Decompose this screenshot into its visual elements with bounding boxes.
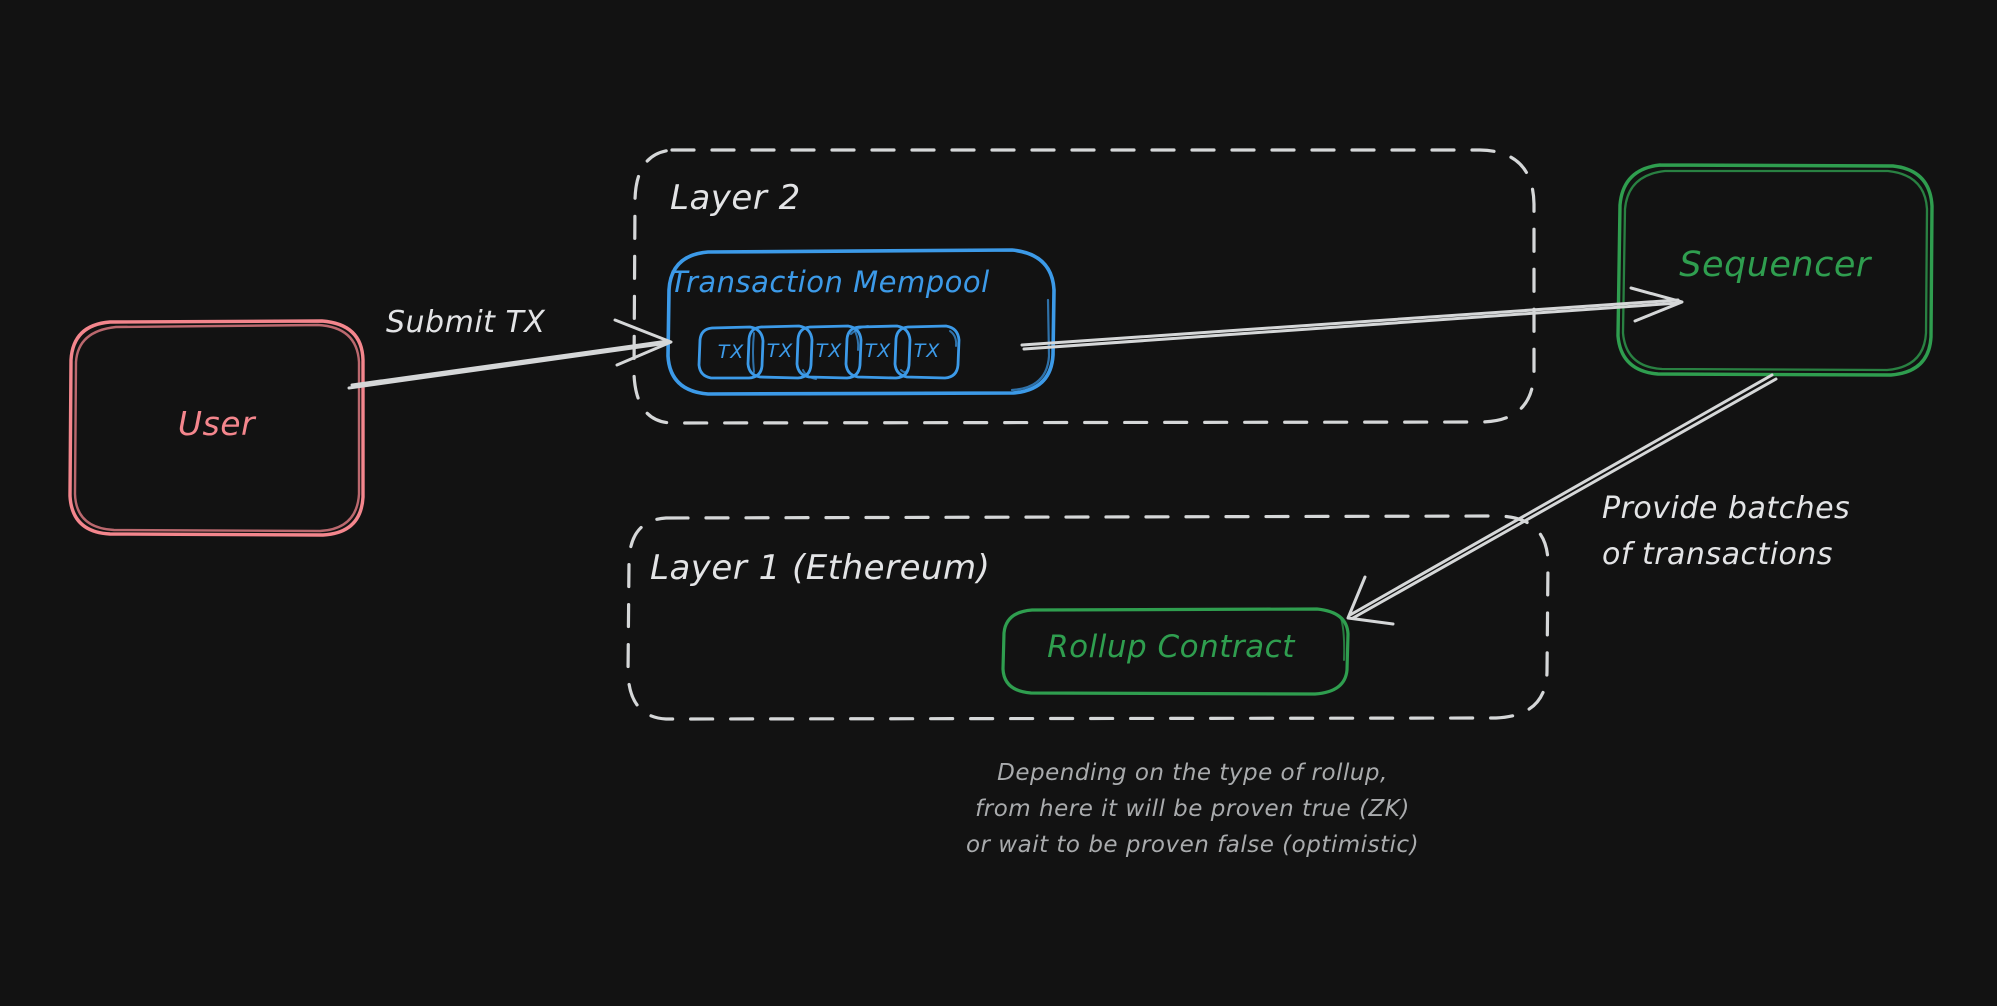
sequencer-label: Sequencer <box>1679 245 1871 285</box>
tx-label: TX <box>913 340 941 362</box>
arrow-mempool-to-sequencer[interactable] <box>1020 286 1684 351</box>
tx-box[interactable] <box>893 324 961 380</box>
rollup-contract-node[interactable] <box>1001 607 1350 696</box>
tx-box[interactable] <box>697 325 765 380</box>
tx-label: TX <box>815 340 843 362</box>
sequencer-node[interactable] <box>1616 163 1934 377</box>
tx-label: TX <box>717 341 745 363</box>
layer1-container[interactable] <box>626 514 1550 721</box>
tx-label: TX <box>864 340 892 362</box>
user-node[interactable] <box>68 319 365 537</box>
provide-batches-line2: of transactions <box>1602 537 1834 572</box>
arrow-submit-tx[interactable] <box>347 318 673 390</box>
user-label: User <box>177 404 256 443</box>
mempool-node[interactable] <box>666 248 1056 396</box>
layer2-container[interactable] <box>632 148 1536 425</box>
tx-box[interactable] <box>795 324 863 380</box>
layer1-label: Layer 1 (Ethereum) <box>650 548 991 588</box>
layer2-label: Layer 2 <box>670 178 801 218</box>
tx-label: TX <box>766 340 794 362</box>
tx-box[interactable] <box>746 324 814 380</box>
mempool-label: Transaction Mempool <box>670 265 990 299</box>
tx-box[interactable] <box>844 324 912 380</box>
rollup-note-line2: from here it will be proven true (ZK) <box>975 796 1410 822</box>
tx-box-group <box>697 324 961 380</box>
arrow-provide-batches[interactable] <box>1346 373 1778 626</box>
rollup-note-line3: or wait to be proven false (optimistic) <box>965 832 1420 858</box>
rollup-contract-label: Rollup Contract <box>1047 629 1295 665</box>
rollup-note: Depending on the type of rollup, from her… <box>920 755 1465 863</box>
provide-batches-edge-label: Provide batches of transactions <box>1602 486 1850 578</box>
rollup-note-line1: Depending on the type of rollup, <box>997 760 1388 786</box>
submit-tx-edge-label: Submit TX <box>386 305 546 340</box>
provide-batches-line1: Provide batches <box>1602 491 1851 526</box>
